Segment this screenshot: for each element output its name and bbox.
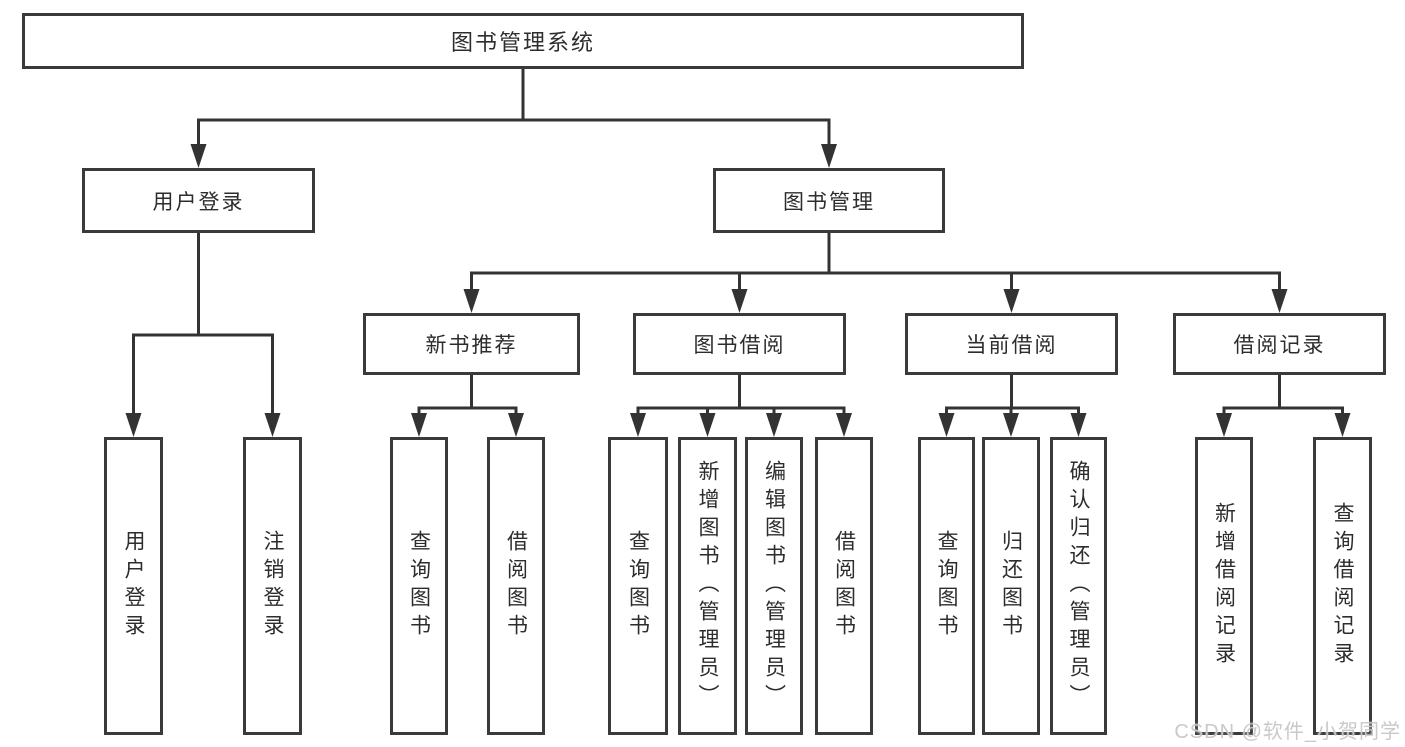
node-current-borrow: 当前借阅 — [905, 313, 1118, 375]
leaf-add-book-admin: 新增图书（管理员） — [678, 437, 737, 735]
node-label: 编辑图书（管理员） — [762, 460, 786, 712]
leaf-query-books-3: 查询图书 — [918, 437, 975, 735]
node-label: 查询图书 — [626, 530, 650, 642]
node-label: 查询图书 — [935, 530, 958, 642]
leaf-edit-book-admin: 编辑图书（管理员） — [745, 437, 803, 735]
node-label: 新书推荐 — [425, 334, 518, 357]
leaf-query-books-2: 查询图书 — [608, 437, 668, 735]
node-label: 用户登录 — [122, 530, 145, 642]
leaf-query-books-1: 查询图书 — [390, 437, 448, 735]
node-root-system: 图书管理系统 — [22, 13, 1024, 69]
leaf-confirm-return-admin: 确认归还（管理员） — [1050, 437, 1107, 735]
node-label: 借阅图书 — [504, 530, 528, 642]
node-label: 注销登录 — [261, 530, 284, 642]
leaf-borrow-books-2: 借阅图书 — [815, 437, 873, 735]
leaf-borrow-books-1: 借阅图书 — [487, 437, 545, 735]
leaf-add-borrow-record: 新增借阅记录 — [1195, 437, 1253, 735]
node-label: 当前借阅 — [965, 334, 1058, 357]
node-label: 确认归还（管理员） — [1067, 460, 1090, 712]
node-book-borrow: 图书借阅 — [633, 313, 846, 375]
node-label: 查询图书 — [407, 530, 431, 642]
leaf-query-borrow-record: 查询借阅记录 — [1313, 437, 1372, 735]
csdn-watermark: CSDN @软件_小贺同学 — [1174, 721, 1401, 743]
node-label: 查询借阅记录 — [1331, 502, 1354, 670]
node-label: 图书管理系统 — [450, 30, 595, 55]
node-borrow-record: 借阅记录 — [1173, 313, 1386, 375]
node-label: 借阅图书 — [832, 530, 856, 642]
node-label: 新增借阅记录 — [1212, 502, 1236, 670]
leaf-user-login: 用户登录 — [104, 437, 163, 735]
node-book-management: 图书管理 — [713, 168, 945, 233]
node-new-book-recommend: 新书推荐 — [363, 313, 580, 375]
node-label: 归还图书 — [999, 530, 1023, 642]
node-label: 用户登录 — [152, 190, 245, 214]
leaf-return-book: 归还图书 — [982, 437, 1040, 735]
node-label: 借阅记录 — [1233, 334, 1326, 357]
node-label: 图书借阅 — [693, 334, 786, 357]
node-user-login: 用户登录 — [82, 168, 315, 233]
node-label: 图书管理 — [783, 190, 875, 214]
leaf-logout: 注销登录 — [243, 437, 302, 735]
node-label: 新增图书（管理员） — [696, 460, 719, 712]
